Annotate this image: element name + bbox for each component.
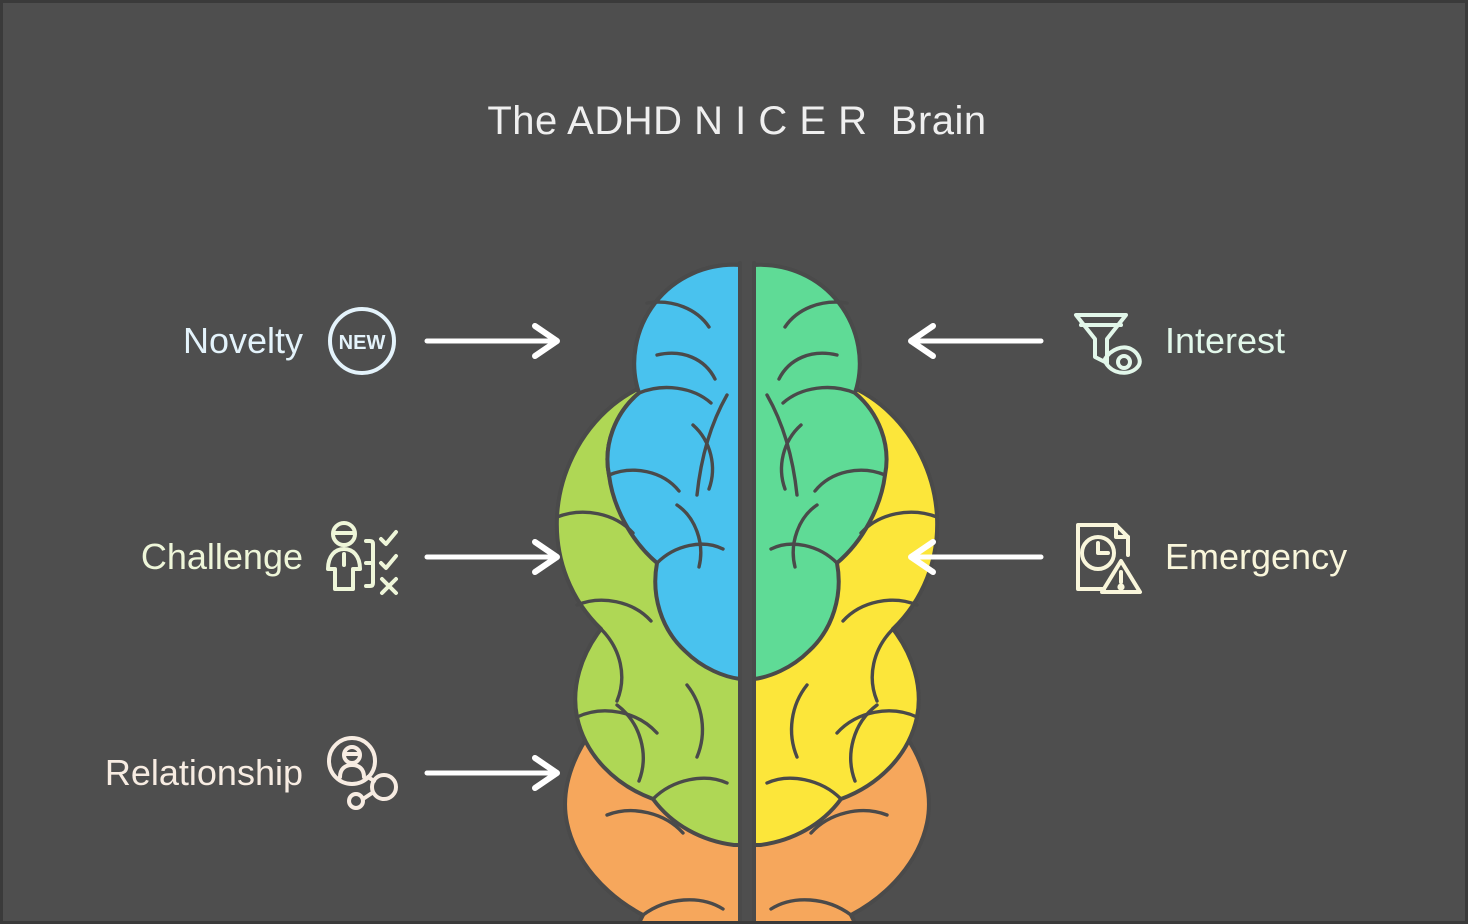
- row-relationship: Relationship: [53, 718, 573, 828]
- label-interest: Interest: [1165, 320, 1286, 361]
- funnel-eye-icon: [1063, 298, 1149, 384]
- brain-fold-lines: [555, 300, 729, 917]
- new-badge-text: NEW: [339, 332, 386, 354]
- label-challenge: Challenge: [140, 536, 303, 577]
- arrow-left-emergency: [895, 537, 1045, 577]
- row-emergency: Emergency: [895, 502, 1415, 612]
- page-title: The ADHD N I C E R Brain: [487, 99, 987, 143]
- row-novelty: Novelty NEW: [53, 286, 573, 396]
- brain-hemisphere-divider: [740, 259, 754, 921]
- arrow-right-novelty: [423, 321, 573, 361]
- new-badge-icon: NEW: [319, 298, 405, 384]
- document-clock-warning-icon: [1063, 514, 1149, 600]
- arrow-left-interest: [895, 321, 1045, 361]
- row-challenge: Challenge: [53, 502, 573, 612]
- label-relationship: Relationship: [104, 752, 303, 793]
- brain-fold-lines-right: [765, 300, 939, 917]
- label-emergency: Emergency: [1165, 536, 1348, 577]
- row-interest: Interest: [895, 286, 1415, 396]
- brain-illustration: [497, 255, 997, 921]
- label-novelty: Novelty: [182, 320, 303, 361]
- person-network-icon: [319, 730, 405, 816]
- person-checklist-icon: [319, 514, 405, 600]
- arrow-right-relationship: [423, 753, 573, 793]
- arrow-right-challenge: [423, 537, 573, 577]
